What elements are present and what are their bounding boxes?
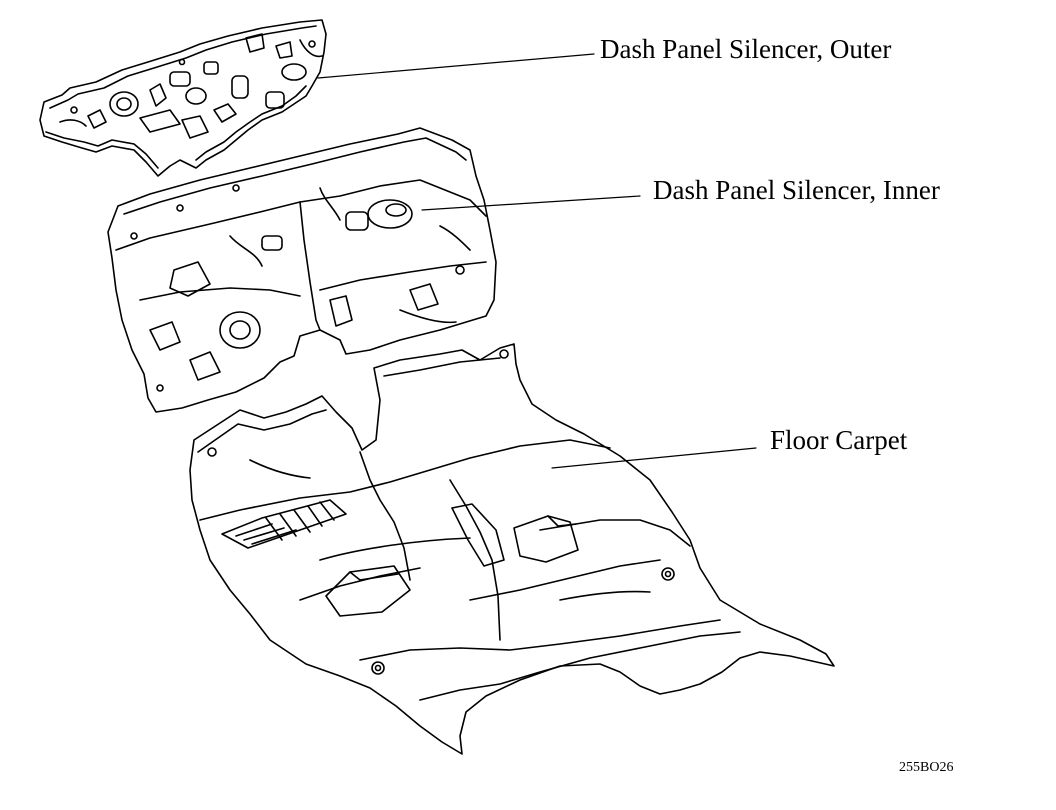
figure-code: 255BO26 <box>899 760 954 775</box>
leader-line-outer <box>318 54 594 78</box>
callout-floor-carpet: Floor Carpet <box>770 425 908 455</box>
callout-inner-silencer: Dash Panel Silencer, Inner <box>653 175 940 205</box>
floor-mat-grille <box>222 500 346 548</box>
callout-outer-silencer: Dash Panel Silencer, Outer <box>600 34 892 64</box>
floor-carpet-illustration <box>190 344 834 754</box>
leader-line-inner <box>422 196 640 210</box>
outer-dash-silencer-illustration <box>40 20 326 176</box>
leader-line-carpet <box>552 448 756 468</box>
inner-dash-silencer-illustration <box>108 128 496 412</box>
